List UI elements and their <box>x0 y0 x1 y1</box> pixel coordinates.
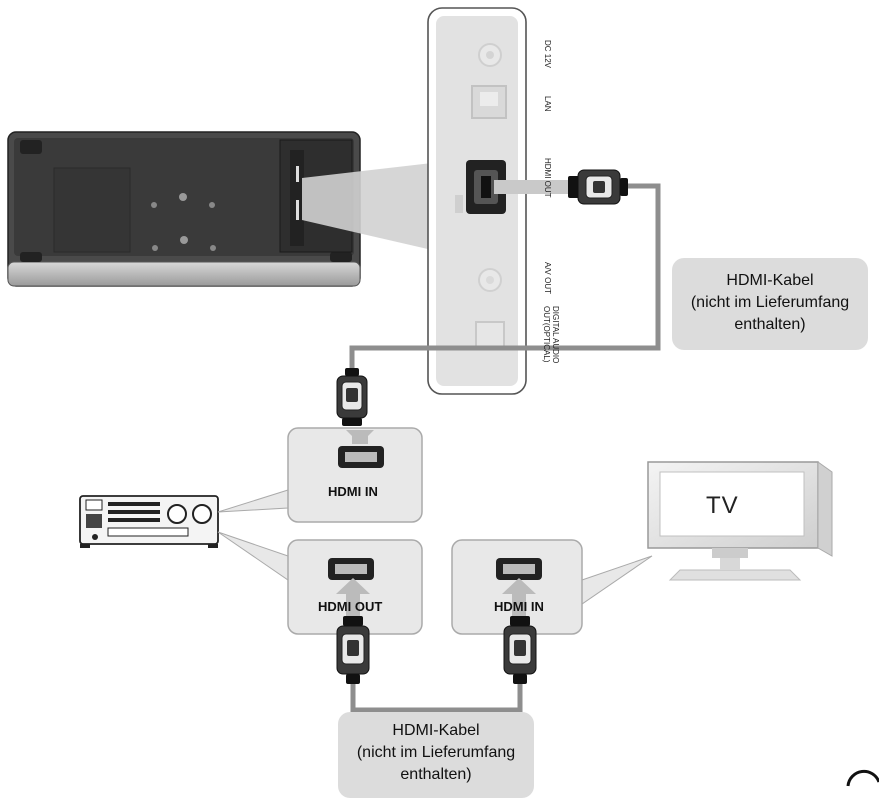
tv-screen-label: TV <box>706 492 739 519</box>
player-device <box>7 131 361 287</box>
port-label-dc: DC 12V <box>543 40 552 69</box>
hdmi-plug-receiver-out <box>336 616 370 684</box>
receiver-hdmi-out-box <box>217 531 423 635</box>
port-label-av-out: A/V OUT <box>543 262 552 295</box>
cable-callout-top-line3: enthalten) <box>734 316 806 333</box>
port-label-digital-1: DIGITAL AUDIO <box>551 306 560 364</box>
tv-hdmi-in-label: HDMI IN <box>494 599 544 614</box>
port-label-lan: LAN <box>543 96 552 112</box>
cable-callout-top-line1: HDMI-Kabel <box>726 272 814 289</box>
cable-callout-bottom-line1: HDMI-Kabel <box>392 722 480 739</box>
hdmi-plug-panel <box>568 169 628 205</box>
receiver-hdmi-out-label: HDMI OUT <box>318 599 383 614</box>
cable-callout-top-line2: (nicht im Lieferumfang <box>690 294 850 311</box>
receiver-hdmi-in-label: HDMI IN <box>328 484 378 499</box>
tv-device <box>647 461 833 581</box>
tv-hdmi-in-box <box>451 539 653 635</box>
port-label-digital-2: OUT(OPTICAL) <box>542 306 551 363</box>
port-label-hdmi-out: HDMI OUT <box>543 158 552 198</box>
cable-callout-top: HDMI-Kabel (nicht im Lieferumfang enthal… <box>672 270 868 336</box>
hdmi-cable-top <box>336 169 661 426</box>
hdmi-plug-tv <box>503 616 537 684</box>
av-receiver <box>79 495 219 548</box>
zoom-wedge <box>302 163 432 250</box>
rear-panel <box>427 7 527 395</box>
hdmi-plug-receiver-top <box>336 368 368 426</box>
cable-callout-bottom: HDMI-Kabel (nicht im Lieferumfang enthal… <box>338 720 534 786</box>
hdmi-cable-bottom <box>336 616 537 713</box>
cable-callout-bottom-bg <box>338 712 534 798</box>
receiver-hdmi-in-box <box>217 427 423 523</box>
cable-callout-bottom-line2: (nicht im Lieferumfang <box>356 744 516 761</box>
cable-callout-top-bg <box>672 258 868 350</box>
page-corner-mark <box>846 769 879 787</box>
cable-callout-bottom-line3: enthalten) <box>400 766 472 783</box>
